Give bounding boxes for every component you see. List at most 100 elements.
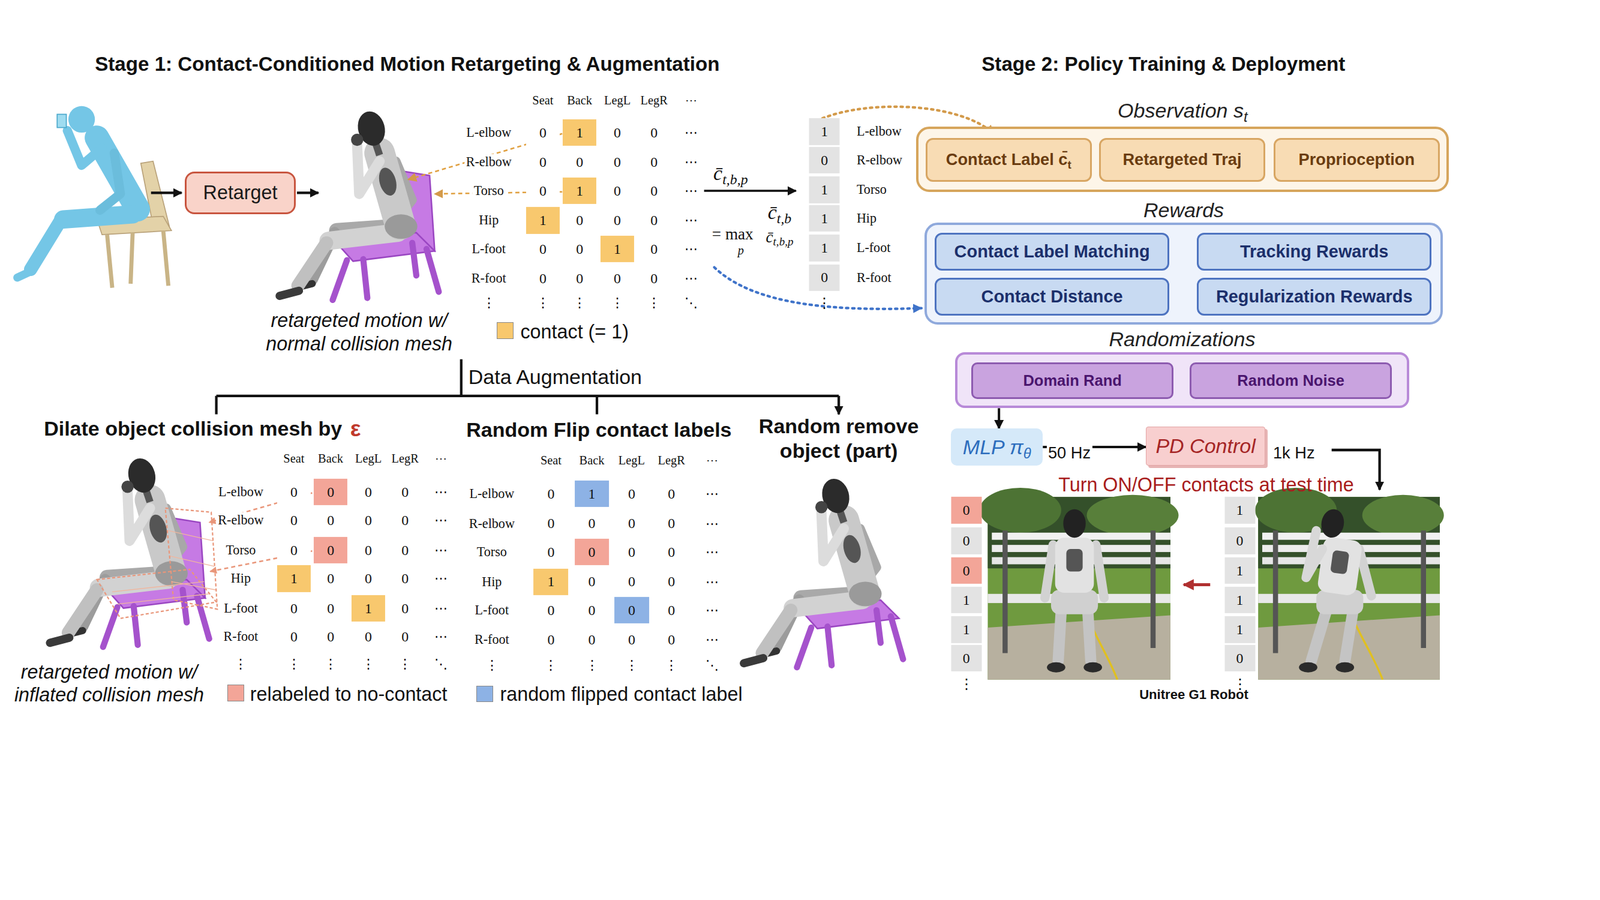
table-cell: 0 <box>388 565 422 592</box>
table-cell: 0 <box>533 626 569 653</box>
table-cell: 0 <box>351 536 386 564</box>
table-cell: 0 <box>526 148 560 176</box>
robot-photo <box>1311 610 1354 662</box>
robot-photo <box>1255 487 1445 680</box>
legend-text: relabeled to no-contact <box>250 682 448 705</box>
vector-cell: 1 <box>1224 557 1256 584</box>
retarget-arrow <box>296 191 319 194</box>
box-text: Retarget <box>203 181 278 205</box>
robot-photo <box>1359 548 1372 596</box>
column-header: LegR <box>389 450 420 465</box>
table-cell: 1 <box>562 177 597 204</box>
ellipsis: ⋯ <box>704 573 721 590</box>
ellipsis: ⋯ <box>432 570 449 587</box>
box-text: Retargeted Traj <box>1122 149 1242 170</box>
table-cell: 1 <box>277 565 311 592</box>
robot-photo <box>1306 530 1323 578</box>
robot-figure-no-back <box>743 475 882 664</box>
vector-cell: 0 <box>950 644 982 672</box>
table-cell: 0 <box>277 478 311 506</box>
table-cell: 0 <box>277 506 311 534</box>
table-cell: 0 <box>614 596 650 624</box>
table-cell: 0 <box>277 595 311 622</box>
ellipsis: ⋯ <box>682 182 699 200</box>
ellipsis: ⋮ <box>664 657 678 674</box>
table-cell: 0 <box>574 596 610 624</box>
ellipsis: ⋱ <box>705 657 719 674</box>
subscript: t,b <box>776 210 792 227</box>
robot-figure <box>279 108 418 297</box>
table-cell: 0 <box>637 177 671 204</box>
table-cell: 0 <box>574 626 610 653</box>
row-name: L-elbow <box>216 484 265 501</box>
ellipsis: ⋮ <box>647 295 661 312</box>
vector-cell: 1 <box>1224 586 1256 614</box>
row-name: R-elbow <box>216 512 266 529</box>
ellipsis: ⋮ <box>361 656 375 673</box>
ellipsis: ⋮ <box>959 674 974 693</box>
table-cell: 1 <box>526 206 560 234</box>
ellipsis: ⋯ <box>432 628 449 645</box>
box-text: Contact Label c̄t <box>946 149 1072 170</box>
table-cell: 0 <box>351 565 386 592</box>
table-cell: 0 <box>533 596 569 624</box>
row-name: Hip <box>480 573 504 590</box>
ellipsis: ⋮ <box>233 656 248 673</box>
ellipsis: ⋱ <box>434 656 448 673</box>
table-cell: 0 <box>526 265 560 292</box>
max-arrow <box>704 189 797 192</box>
augmentation-bracket <box>216 359 840 396</box>
ellipsis: ⋮ <box>398 656 412 673</box>
vector-cell: 1 <box>1224 496 1256 524</box>
column-header: Back <box>565 92 594 107</box>
formula: c̄t,b <box>767 199 792 225</box>
robot-photo <box>1083 662 1103 673</box>
table-cell: 0 <box>600 148 635 176</box>
table-cell: 0 <box>614 626 650 653</box>
ellipsis: ⋯ <box>704 544 721 561</box>
table-cell: 0 <box>351 478 386 506</box>
augmentation-bracket <box>216 359 840 415</box>
ellipsis: ⋯ <box>432 542 449 559</box>
table-cell: 0 <box>574 568 610 595</box>
process-box: Regularization Rewards <box>1196 277 1432 316</box>
panel-heading: Rewards <box>926 197 1441 223</box>
human-figure <box>62 214 133 220</box>
vector-cell: 1 <box>809 176 840 203</box>
row-name: L-foot <box>854 239 893 257</box>
box-text: Random Noise <box>1237 371 1345 390</box>
row-name: R-foot <box>472 631 511 648</box>
table-cell: 0 <box>388 595 422 622</box>
table-cell: 0 <box>562 265 597 292</box>
table-cell: 0 <box>637 119 671 146</box>
table-cell: 1 <box>574 480 610 507</box>
augmentation-title: Dilate object collision mesh by <box>43 416 342 441</box>
subscript: t,b,p <box>722 171 748 188</box>
column-header: Back <box>577 452 606 468</box>
figure-caption: retargeted motion w/ normal collision me… <box>257 309 462 357</box>
column-header: Seat <box>281 450 306 465</box>
box-text: PD Control <box>1155 433 1256 459</box>
subscript: t <box>1067 158 1071 171</box>
ellipsis: ⋮ <box>572 295 587 312</box>
ellipsis: ⋯ <box>682 124 699 141</box>
figure-caption: retargeted motion w/ inflated collision … <box>7 660 212 708</box>
augmentation-bracket <box>216 395 840 415</box>
stage-title: Stage 2: Policy Training & Deployment <box>981 52 1346 77</box>
row-name: R-foot <box>854 269 893 286</box>
robot-photo <box>1004 530 1154 653</box>
human-figure <box>100 152 121 210</box>
box-text: Proprioception <box>1298 149 1415 170</box>
process-box: Tracking Rewards <box>1196 232 1432 271</box>
robot-figure-no-back <box>743 475 903 668</box>
ellipsis: ⋯ <box>704 515 721 532</box>
table-cell: 0 <box>653 538 689 566</box>
legend-swatch <box>476 685 493 702</box>
subscript: t,b,p <box>773 235 794 248</box>
vector-cell: 1 <box>950 586 982 614</box>
table-cell: 1 <box>533 568 569 595</box>
vector-cell: 0 <box>950 527 982 554</box>
ellipsis: ⋮ <box>536 295 550 312</box>
group-panel: RewardsContact Label MatchingTracking Re… <box>924 222 1443 325</box>
